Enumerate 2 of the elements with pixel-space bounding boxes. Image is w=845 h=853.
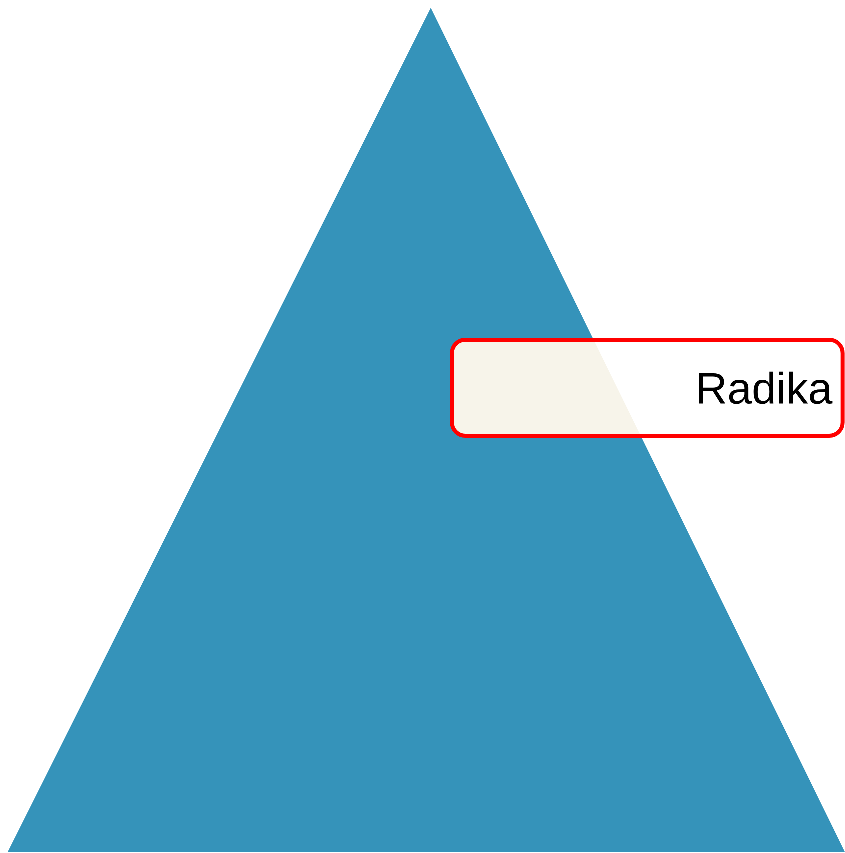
triangle-shape bbox=[8, 8, 845, 852]
label-box: Radika bbox=[450, 338, 845, 438]
